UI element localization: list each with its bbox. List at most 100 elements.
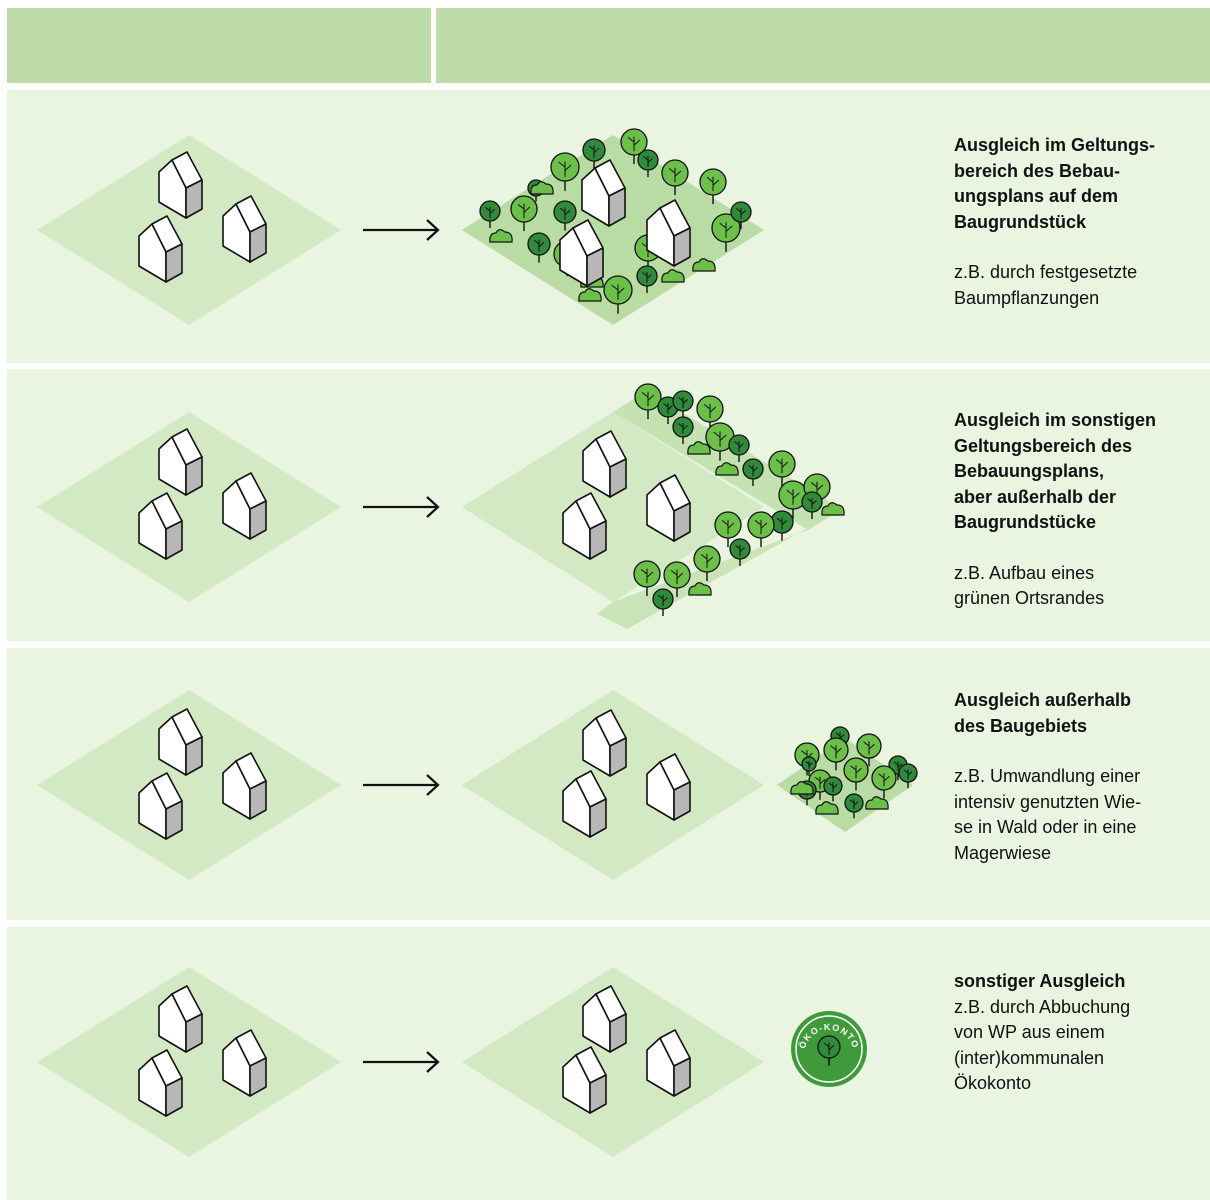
- header-left-cell: [7, 8, 431, 83]
- bush-icon: [815, 801, 839, 815]
- row-3: Ausgleich außerhalb des Baugebiets z.B. …: [7, 648, 1210, 920]
- before-plot-houses: [138, 428, 267, 560]
- house-icon: [582, 709, 627, 777]
- row-1: Ausgleich im Geltungs- bereich des Bebau…: [7, 90, 1210, 363]
- bush-icon: [865, 796, 889, 810]
- tree-icon: [582, 138, 606, 169]
- house-icon: [562, 1046, 607, 1114]
- row-2-title: Ausgleich im sonstigen Geltungsbereich d…: [954, 410, 1157, 532]
- tree-icon: [817, 1035, 841, 1066]
- house-icon: [562, 492, 607, 560]
- house-icon: [582, 430, 627, 498]
- house-icon: [646, 199, 691, 267]
- tree-icon: [696, 395, 724, 432]
- tree-icon: [661, 159, 689, 196]
- row-4: ÖKO-KONTO sonstiger Ausgleich z.B. durch…: [7, 927, 1210, 1200]
- house-icon: [582, 985, 627, 1053]
- tree-icon: [652, 588, 674, 616]
- bush-icon: [687, 441, 711, 455]
- tree-icon: [801, 491, 823, 519]
- row-4-illustration: ÖKO-KONTO: [37, 967, 867, 1157]
- house-icon: [646, 474, 691, 542]
- house-icon: [222, 472, 267, 540]
- bush-icon: [715, 462, 739, 476]
- tree-icon: [768, 450, 796, 487]
- bush-icon: [821, 502, 845, 516]
- tree-icon: [823, 737, 849, 771]
- house-icon: [559, 219, 604, 287]
- tree-icon: [843, 757, 869, 791]
- row-4-text: sonstiger Ausgleich z.B. durch Abbuchung…: [954, 969, 1204, 1097]
- tree-icon: [553, 200, 577, 231]
- tree-icon: [699, 168, 727, 205]
- header-right-cell: [436, 8, 1210, 83]
- tree-icon: [729, 538, 751, 566]
- row-2-text: Ausgleich im sonstigen Geltungsbereich d…: [954, 408, 1204, 612]
- before-plot-ground: [37, 690, 341, 880]
- tree-icon: [711, 213, 741, 252]
- tree-icon: [817, 1035, 841, 1066]
- house-icon: [222, 195, 267, 263]
- after-plot-ground: [462, 967, 764, 1157]
- before-plot-ground: [37, 135, 341, 325]
- row-4-example: z.B. durch Abbuchung von WP aus einem (i…: [954, 996, 1131, 1094]
- house-icon: [158, 428, 203, 496]
- row-2-example: z.B. Aufbau eines grünen Ortsrandes: [954, 562, 1105, 609]
- row-1-illustration: [37, 128, 764, 325]
- tree-icon: [898, 763, 918, 789]
- tree-icon: [714, 511, 742, 548]
- tree-icon: [636, 265, 658, 293]
- before-plot-houses: [138, 985, 267, 1117]
- house-icon: [222, 752, 267, 820]
- row-2: Ausgleich im sonstigen Geltungsbereich d…: [7, 369, 1210, 641]
- after-plot-houses: [562, 985, 691, 1114]
- row-3-example: z.B. Umwandlung einer intensiv genutzten…: [954, 766, 1142, 863]
- row-4-title: sonstiger Ausgleich: [954, 971, 1126, 991]
- arrow-icon: [363, 1051, 440, 1073]
- row-3-illustration: [37, 690, 918, 880]
- tree-icon: [770, 510, 794, 541]
- tree-icon: [856, 733, 882, 767]
- house-icon: [138, 492, 183, 560]
- tree-icon: [479, 200, 501, 228]
- tree-icon: [728, 434, 750, 462]
- row-2-illustration: [37, 383, 845, 629]
- oekokonto-badge: ÖKO-KONTO: [791, 1011, 867, 1087]
- row-1-title: Ausgleich im Geltungs- bereich des Bebau…: [954, 135, 1156, 232]
- tree-icon: [633, 560, 661, 597]
- tree-icon: [510, 195, 538, 232]
- tree-icon: [742, 458, 764, 486]
- tree-icon: [823, 776, 843, 802]
- house-icon: [158, 151, 203, 219]
- tree-icon: [550, 152, 580, 191]
- house-icon: [138, 215, 183, 283]
- tree-icon: [603, 275, 633, 314]
- row-1-example: z.B. durch festgesetzte Baumpflanzungen: [954, 262, 1138, 308]
- before-plot-houses: [138, 708, 267, 840]
- row-1-text: Ausgleich im Geltungs- bereich des Bebau…: [954, 133, 1204, 311]
- tree-icon: [637, 149, 659, 177]
- tree-icon: [844, 793, 864, 819]
- house-icon: [158, 708, 203, 776]
- arrow-icon: [363, 496, 440, 518]
- tree-icon: [778, 480, 808, 519]
- tree-icon: [663, 561, 691, 598]
- tree-icon: [620, 128, 648, 165]
- tree-icon: [747, 511, 775, 548]
- before-plot-ground: [37, 967, 341, 1157]
- tree-icon: [672, 390, 694, 418]
- after-plot-ground: [462, 690, 764, 880]
- arrow-icon: [363, 774, 440, 796]
- house-icon: [646, 753, 691, 821]
- bush-icon: [661, 269, 685, 283]
- tree-icon: [527, 232, 551, 263]
- tree-icon: [634, 383, 662, 420]
- bush-icon: [790, 781, 814, 795]
- before-plot-houses: [138, 151, 267, 283]
- house-icon: [646, 1029, 691, 1097]
- arrow-icon: [363, 219, 440, 241]
- bush-icon: [688, 582, 712, 596]
- house-icon: [222, 1029, 267, 1097]
- bush-icon: [578, 288, 602, 302]
- house-icon: [138, 772, 183, 840]
